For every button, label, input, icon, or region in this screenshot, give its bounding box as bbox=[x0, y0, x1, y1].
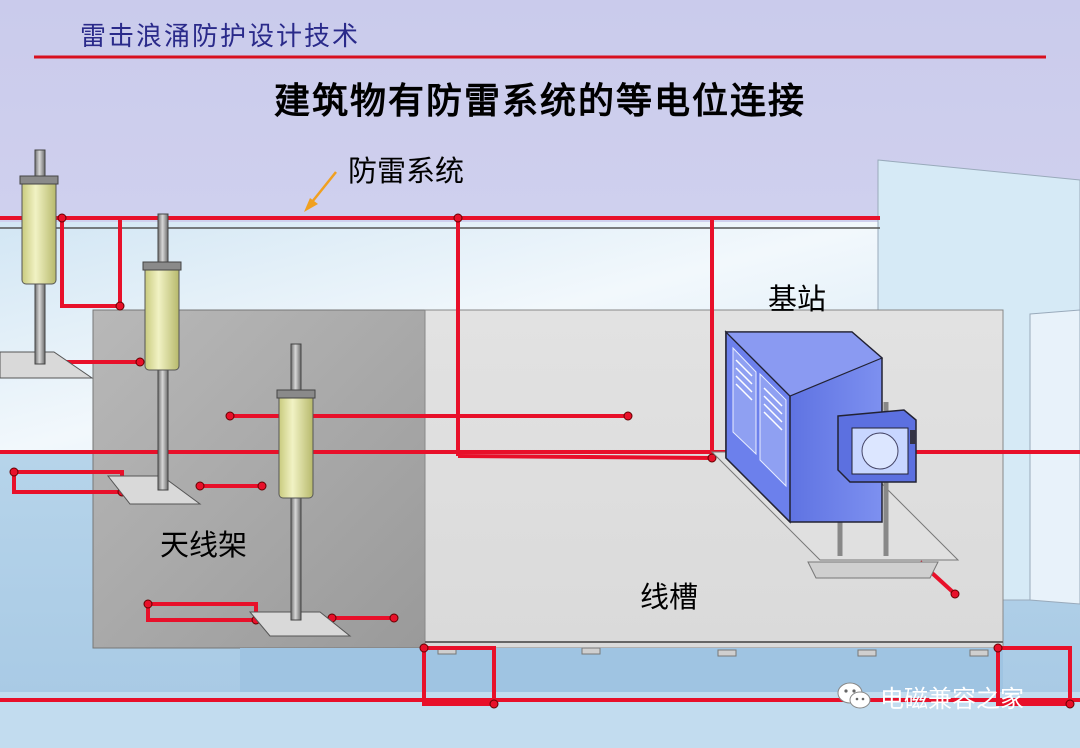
floor-supports bbox=[437, 647, 989, 657]
header-title: 雷击浪涌防护设计技术 bbox=[80, 22, 361, 52]
slide-title: 建筑物有防雷系统的等电位连接 bbox=[273, 81, 806, 122]
label-base-station: 基站 bbox=[768, 282, 827, 316]
antenna-mast-3 bbox=[248, 343, 352, 637]
base-station-cabinet bbox=[710, 330, 960, 579]
wechat-icon bbox=[837, 682, 871, 709]
pointer-arrow bbox=[304, 171, 337, 212]
label-lightning-system: 防雷系统 bbox=[348, 154, 465, 188]
label-cable-tray: 线槽 bbox=[640, 580, 699, 614]
antenna-mast-1 bbox=[0, 149, 94, 379]
watermark-text: 电磁兼容之家 bbox=[880, 684, 1024, 713]
mast1-loop bbox=[60, 218, 122, 308]
antenna-mast-2 bbox=[106, 213, 202, 505]
watermark: 电磁兼容之家 bbox=[836, 678, 1024, 714]
label-antenna-mount: 天线架 bbox=[160, 528, 248, 562]
right-door bbox=[1029, 309, 1080, 605]
